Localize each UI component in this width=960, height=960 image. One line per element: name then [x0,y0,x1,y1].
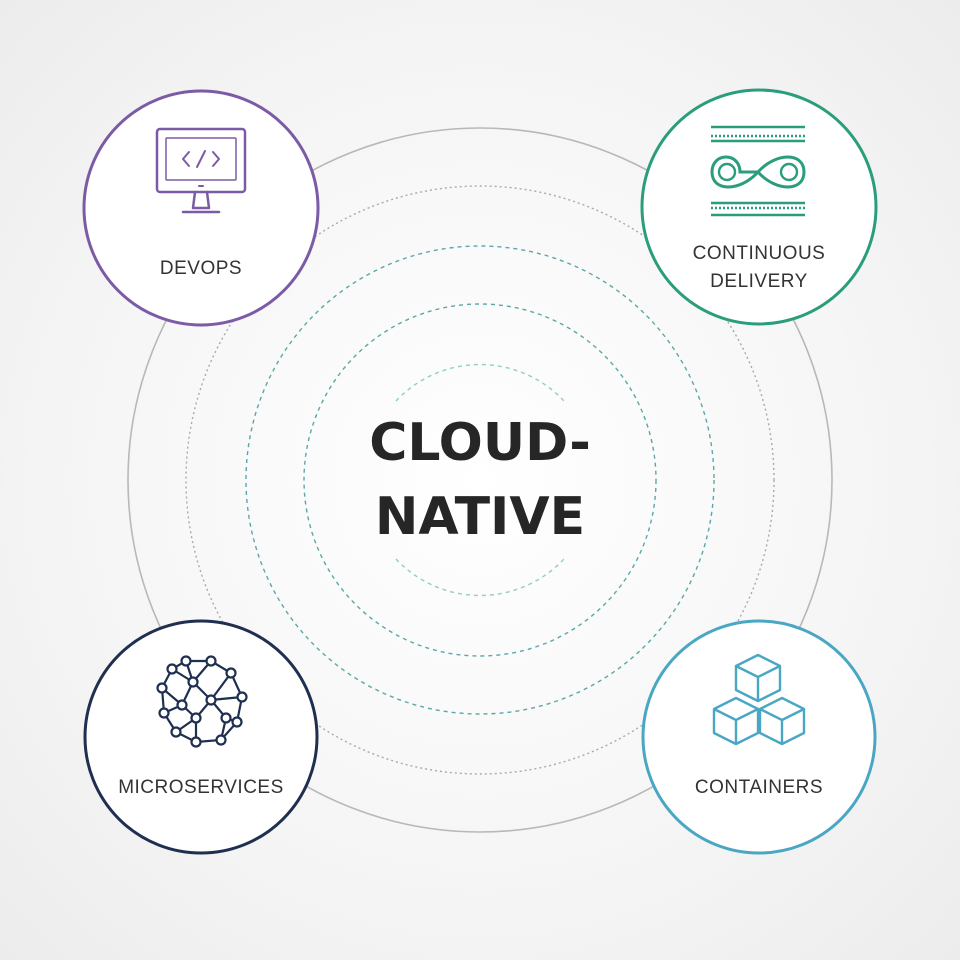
node-microservices-circle [83,619,319,855]
node-continuous-delivery-label-line1: CONTINUOUS [693,243,826,264]
node-containers-circle [641,619,877,855]
outer-ring [127,127,833,833]
center-title: CLOUD- NATIVE [369,413,591,547]
middle-dotted-ring [185,185,775,775]
node-continuous-delivery-label-line2: DELIVERY [710,271,808,292]
node-continuous-delivery: CONTINUOUS DELIVERY [640,88,878,326]
center-title-line1: CLOUD- [369,413,591,473]
inner-dashed-ring-2 [303,303,657,657]
stacked-cubes-icon [712,653,806,746]
node-containers: CONTAINERS [641,619,877,855]
node-devops-label: DEVOPS [160,258,242,279]
node-devops: DEVOPS [82,89,320,327]
innermost-arc-top [395,363,565,402]
innermost-arc-bottom [395,558,565,597]
concentric-rings [127,127,833,833]
node-microservices: MICROSERVICES [83,619,319,855]
monitor-code-icon [155,127,247,214]
inner-dashed-ring [245,245,715,715]
node-microservices-label: MICROSERVICES [118,777,284,798]
infinity-pipeline-icon [710,125,806,217]
network-mesh-icon [156,655,248,748]
center-title-line2: NATIVE [375,487,585,547]
node-containers-label: CONTAINERS [695,777,823,798]
